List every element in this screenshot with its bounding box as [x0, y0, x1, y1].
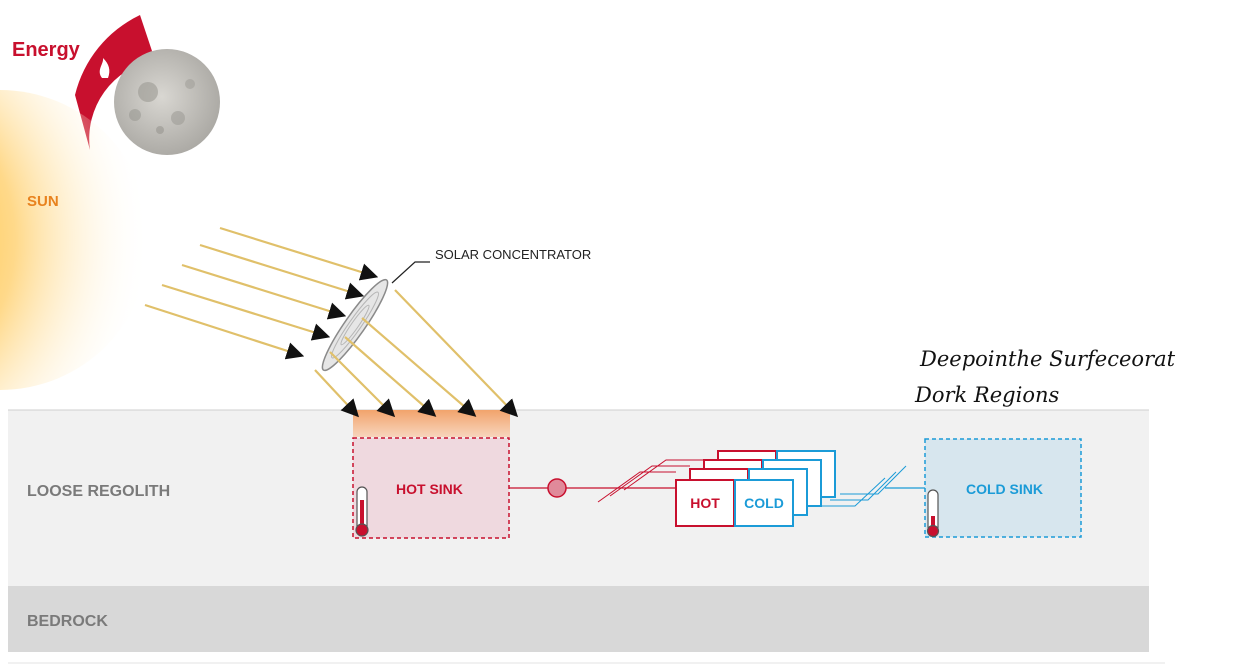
thermometer-hot-icon — [355, 486, 369, 537]
energy-arc — [75, 15, 155, 150]
energy-badge: Energy — [12, 15, 220, 155]
annotation-line-2: Dork Regions — [914, 383, 1059, 407]
annotation-line-1: Deepointhe Surfeceorat — [919, 347, 1176, 371]
pump-icon — [547, 478, 567, 498]
reflected-rays — [314, 289, 519, 418]
sun: SUN — [0, 90, 150, 390]
module-cold-label: COLD — [744, 495, 784, 511]
ray — [394, 289, 519, 418]
hot-sink-label: HOT SINK — [396, 481, 463, 497]
module-hot-label: HOT — [690, 495, 720, 511]
flame-icon — [99, 58, 110, 78]
concentrator-leader — [391, 261, 430, 284]
ray — [329, 351, 396, 418]
ray — [314, 369, 359, 418]
ray — [361, 317, 477, 417]
thermometer-cold-icon — [926, 489, 940, 538]
ray — [161, 283, 331, 341]
solar-concentrator: SOLAR CONCENTRATOR — [321, 247, 591, 372]
incoming-rays — [144, 226, 379, 360]
cold-sink: COLD SINK — [924, 438, 1082, 538]
sun-label: SUN — [27, 193, 59, 210]
thermoelectric-stack: HOT COLD — [675, 450, 836, 527]
ray — [219, 226, 379, 281]
cold-sink-box — [924, 438, 1082, 538]
ray — [181, 263, 347, 320]
energy-label: Energy — [12, 39, 81, 61]
ray — [144, 303, 305, 360]
concentrator-dish — [321, 278, 389, 372]
module-cold-side — [734, 479, 794, 527]
module-hot-side — [675, 479, 735, 527]
sun-disc — [0, 90, 150, 390]
cold-sink-label: COLD SINK — [966, 481, 1043, 497]
hot-sink: HOT SINK — [352, 437, 510, 539]
concentrator-label: SOLAR CONCENTRATOR — [435, 247, 591, 262]
ray — [199, 243, 365, 300]
moon-icon — [114, 49, 220, 155]
ray — [344, 336, 437, 417]
bedrock-label: BEDROCK — [27, 613, 108, 630]
module-wires — [597, 459, 907, 507]
bedrock-layer — [8, 586, 1149, 652]
handwritten-annotation: Deepointhe Surfeceorat Dork Regions — [914, 347, 1176, 407]
loose-regolith-label: LOOSE REGOLITH — [27, 483, 170, 500]
